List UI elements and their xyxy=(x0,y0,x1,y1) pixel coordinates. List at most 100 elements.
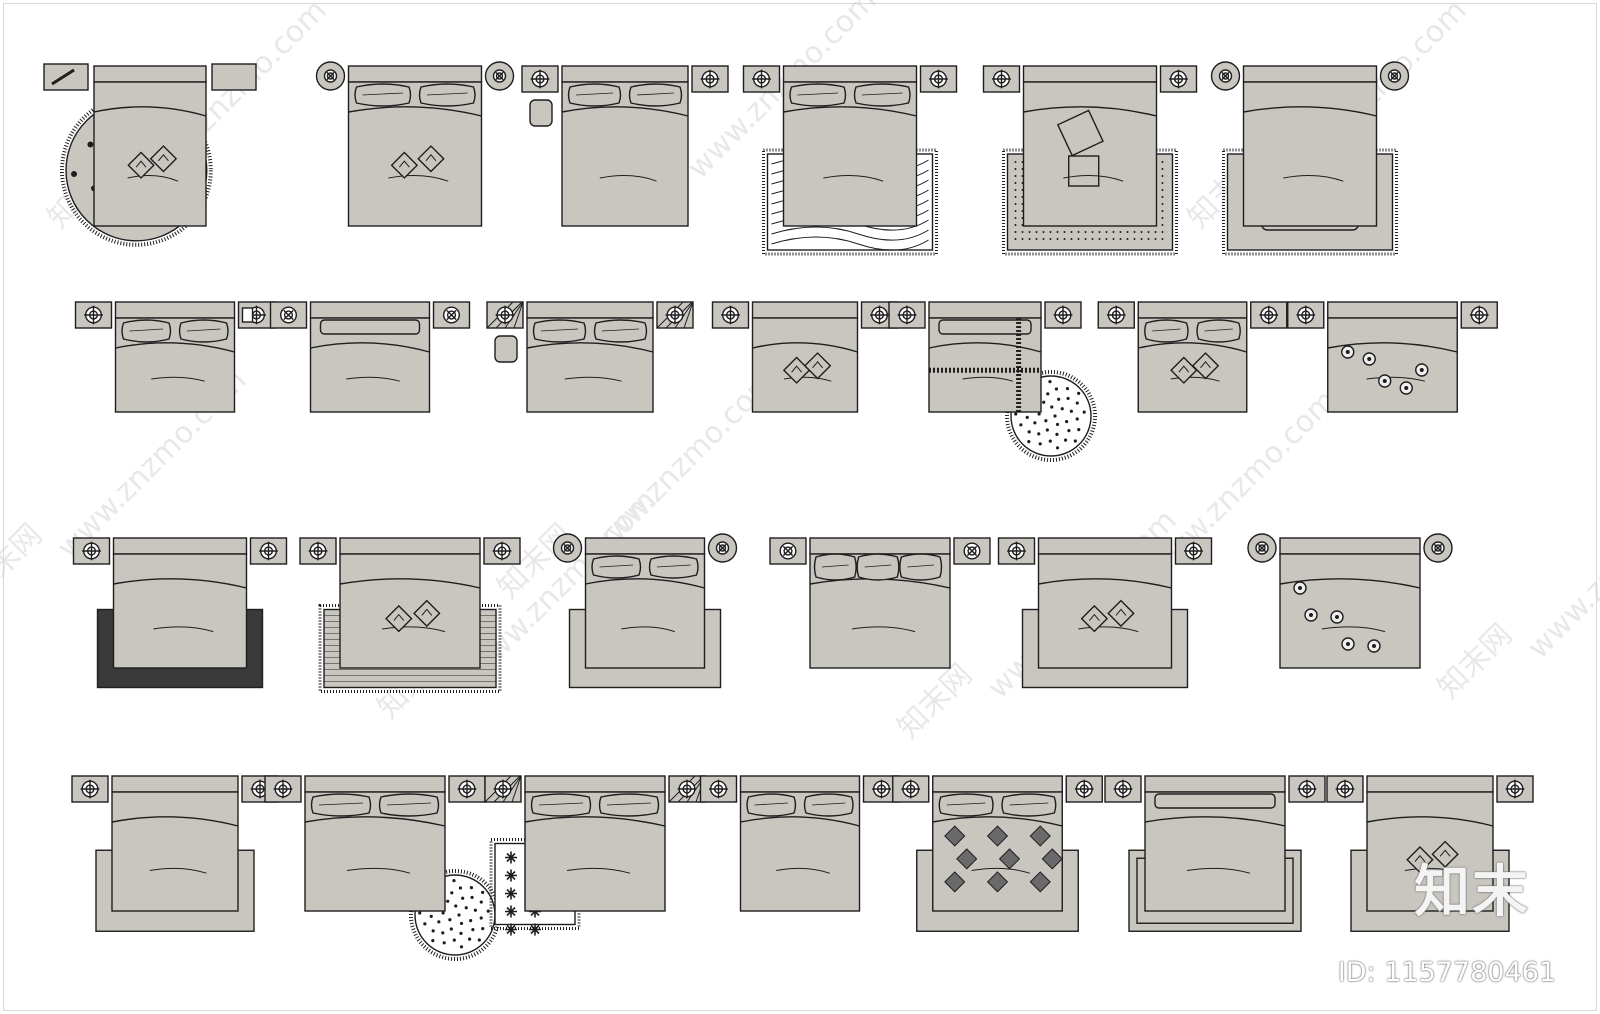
headboard xyxy=(584,537,706,555)
pillow xyxy=(853,83,911,107)
diamond-motif xyxy=(986,871,1009,893)
pillow xyxy=(648,555,699,579)
bed-plan-row-4-7 xyxy=(1326,775,1534,932)
pillow xyxy=(418,83,476,107)
duvet-fold xyxy=(585,578,705,589)
pillow xyxy=(598,793,660,817)
headboard xyxy=(751,301,859,319)
pillow xyxy=(1001,793,1057,817)
headboard xyxy=(932,775,1063,793)
sheet-crease xyxy=(823,174,884,182)
sheet-crease xyxy=(851,626,916,633)
pillow xyxy=(567,83,622,107)
mattress xyxy=(339,553,481,669)
throw-pillow xyxy=(390,151,419,179)
bed-plan-row-3-2 xyxy=(299,537,521,693)
duvet-fold xyxy=(304,816,446,827)
throw-pillow xyxy=(149,145,178,173)
diamond-motif xyxy=(986,825,1009,847)
watermark-text: www.znzmo.com xyxy=(1521,463,1600,666)
throw-pillow xyxy=(1191,352,1220,380)
duvet-fold xyxy=(339,578,481,589)
diamond-motif xyxy=(944,825,966,847)
duvet-fold xyxy=(1038,578,1172,589)
duvet-fold xyxy=(1138,342,1247,353)
throw-pillow xyxy=(1170,356,1198,384)
bed-plan-row-1-6 xyxy=(1210,61,1410,256)
headboard xyxy=(1279,537,1421,555)
headboard xyxy=(1137,301,1248,319)
rug-fringe xyxy=(1005,370,1097,462)
bolster-pillow xyxy=(319,319,421,335)
pillow xyxy=(856,553,900,581)
bed-plan-row-2-4 xyxy=(711,301,899,413)
bed-plan-row-3-3 xyxy=(552,533,738,689)
throw-pillow xyxy=(385,604,413,633)
throw-pillow xyxy=(1406,845,1434,874)
headboard xyxy=(526,301,654,319)
diamond-motif xyxy=(1029,871,1051,893)
duvet-fold xyxy=(111,816,239,827)
bed-plan-row-4-5 xyxy=(892,775,1103,932)
pillow xyxy=(1144,319,1189,343)
rug-fringe xyxy=(762,148,938,256)
headboard xyxy=(304,775,446,793)
diamond-motif xyxy=(944,871,966,893)
bed-plan-row-4-1 xyxy=(71,775,279,932)
rug-fringe xyxy=(59,93,213,247)
sheet-crease xyxy=(599,174,657,182)
sheet-crease xyxy=(783,376,832,382)
bed-plan-row-4-2 xyxy=(264,775,501,961)
mattress xyxy=(112,553,248,669)
sheet-crease xyxy=(962,376,1014,382)
pillow xyxy=(530,793,592,817)
throw-pillow xyxy=(782,356,811,384)
duvet-fold xyxy=(310,342,430,353)
sheet-crease xyxy=(346,867,411,874)
bed-plan-row-1-4 xyxy=(742,65,958,256)
rug-fringe xyxy=(1222,148,1398,256)
pillow xyxy=(746,793,797,817)
pillow xyxy=(532,319,587,343)
pillow xyxy=(378,793,440,817)
duvet-fold xyxy=(1144,816,1286,827)
mattress xyxy=(93,81,207,227)
sheet-crease xyxy=(388,174,449,182)
diamond-motif xyxy=(1041,848,1063,870)
headboard xyxy=(339,537,481,555)
chair xyxy=(494,335,518,363)
duvet-fold xyxy=(93,106,207,117)
duvet-fold xyxy=(561,106,689,117)
sheet-crease xyxy=(1321,626,1386,633)
duvet-fold xyxy=(526,342,654,353)
bed-plan-row-2-5 xyxy=(888,301,1097,462)
headboard xyxy=(809,537,951,555)
pillow xyxy=(938,793,994,817)
watermark-brand: 知末网 xyxy=(0,517,49,605)
sheet-crease xyxy=(1283,174,1344,182)
pillow xyxy=(593,319,648,343)
chair xyxy=(529,99,553,127)
duvet-fold xyxy=(1243,106,1377,117)
pillow xyxy=(813,553,857,581)
pillow xyxy=(354,83,412,107)
bed-plan-row-2-7 xyxy=(1287,301,1498,413)
mattress xyxy=(1022,81,1158,227)
pillow xyxy=(628,83,683,107)
bed-plan-row-3-6 xyxy=(1247,533,1453,669)
pillow xyxy=(178,319,229,343)
headboard xyxy=(1366,775,1494,793)
sheet-crease xyxy=(971,867,1031,874)
sheet-crease xyxy=(346,376,400,382)
bed-plan-row-3-4 xyxy=(769,537,991,669)
bed-plan-row-1-5 xyxy=(982,65,1198,256)
bed-plan-row-2-6 xyxy=(1097,301,1288,413)
duvet-fold xyxy=(1366,816,1494,827)
sheet-crease xyxy=(1366,376,1426,382)
bed-plan-row-1-3 xyxy=(521,65,729,227)
bed-plan-row-4-6 xyxy=(1104,775,1326,932)
asset-id-label: ID: 1157780461 xyxy=(1337,957,1556,988)
headboard xyxy=(524,775,666,793)
throw-pillow xyxy=(1107,599,1135,628)
mattress xyxy=(928,317,1042,413)
